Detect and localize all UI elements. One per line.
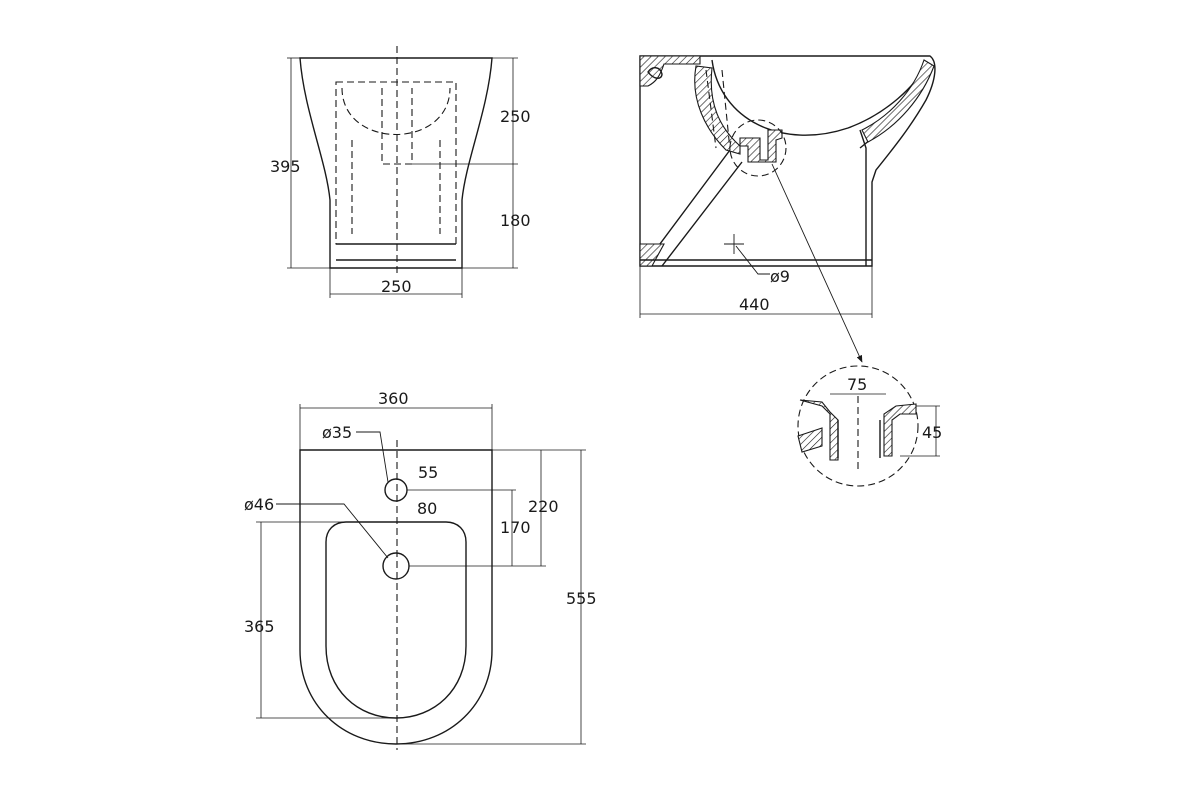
dim-detail-outlet-height: 45 [922,423,942,442]
side-fixing-leader [735,245,770,275]
front-inner-hidden [335,81,457,245]
dim-detail-outlet-width: 75 [847,375,867,394]
dim-side-fixing-hole: ø9 [770,267,790,286]
dim-top-edge-to-drain: 220 [528,497,559,516]
dim-front-width-base: 250 [381,277,412,296]
front-outline [299,57,493,269]
detail-right-section [883,403,917,457]
dim-front-height-total: 395 [270,157,301,176]
side-rim-section [639,55,701,87]
top-view: 360 ø35 55 ø46 80 170 220 365 555 [244,389,597,750]
dim-top-overall-length: 555 [566,589,597,608]
side-hidden-outlet [705,69,731,151]
dim-top-drain-hole: ø46 [244,495,274,514]
top-outline [299,449,493,745]
detail-circle [797,365,919,487]
detail-view: 75 45 [797,365,942,487]
side-outlet-section [739,129,783,163]
front-view: 395 250 180 250 [270,46,531,298]
top-tap-leader [356,431,389,483]
front-bowl-hidden [341,87,451,136]
side-detail-circle [729,119,787,177]
side-right-wall [861,59,935,143]
side-rim-hole [647,67,663,79]
side-bowl-section [694,65,741,155]
detail-left-section [799,399,839,461]
detail-left-section-lower [797,427,823,453]
dim-top-bowl-length: 365 [244,617,275,636]
dim-front-height-lower: 180 [500,211,531,230]
side-rear-wall [859,129,867,266]
top-bowl [325,521,467,719]
top-drain-leader [276,503,389,559]
dim-side-depth: 440 [739,295,770,314]
side-outline [639,55,936,267]
dim-front-height-upper: 250 [500,107,531,126]
side-foot-section [639,243,665,267]
side-inner-pipe [647,149,743,267]
dim-top-tap-offset: 55 [418,463,438,482]
dim-top-tap-to-drain: 170 [500,518,531,537]
side-inner-bowl [711,59,929,136]
dim-top-width: 360 [378,389,409,408]
dim-top-tap-hole: ø35 [322,423,352,442]
detail-leader-arrow [771,163,863,363]
dim-top-drain-offset: 80 [417,499,437,518]
side-view: ø9 440 [639,55,936,363]
front-pedestal-hidden [351,88,441,234]
top-tap-hole [384,478,408,502]
